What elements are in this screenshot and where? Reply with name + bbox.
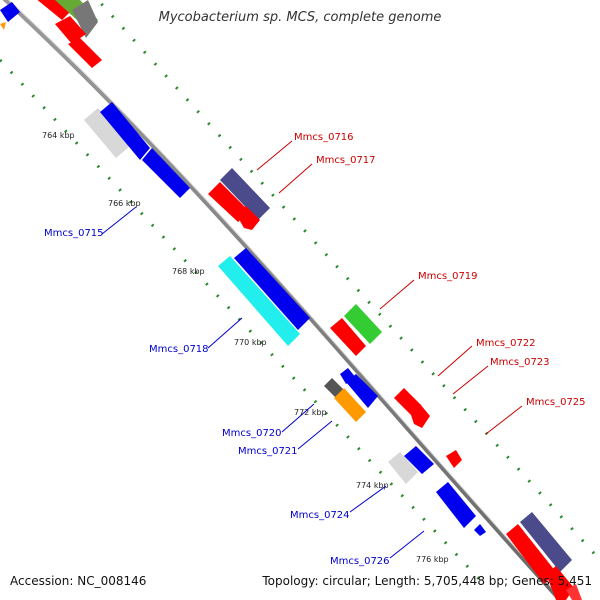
- label-leader: [485, 405, 523, 435]
- gene-feature[interactable]: [330, 318, 366, 356]
- gene-feature[interactable]: [234, 248, 310, 330]
- gene-label-forward[interactable]: Mmcs_0719: [418, 271, 478, 282]
- label-leader: [437, 345, 473, 377]
- tick-label: 772 kbp: [294, 408, 327, 417]
- gene-label-reverse[interactable]: Mmcs_0718: [149, 344, 209, 355]
- tick-label: 764 kbp: [42, 131, 75, 140]
- tick-label: 766 kbp: [108, 199, 141, 208]
- gene-feature[interactable]: [410, 404, 430, 428]
- gene-feature[interactable]: [474, 524, 486, 536]
- gene-feature[interactable]: [84, 108, 130, 158]
- gene-feature[interactable]: [520, 512, 572, 572]
- gene-label-reverse[interactable]: Mmcs_0721: [238, 446, 298, 457]
- gene-feature[interactable]: [404, 446, 434, 474]
- genome-backbone-highlight: [7, 0, 561, 598]
- gene-feature[interactable]: [100, 102, 150, 160]
- genome-summary-label: Topology: circular; Length: 5,705,448 bp…: [262, 574, 592, 588]
- gene-feature[interactable]: [334, 388, 366, 422]
- gene-feature[interactable]: [346, 374, 378, 408]
- gene-label-reverse[interactable]: Mmcs_0720: [222, 428, 282, 439]
- label-leader: [389, 530, 425, 559]
- gene-feature[interactable]: [0, 22, 6, 30]
- label-leader: [379, 279, 415, 310]
- tick-label: 770 kbp: [234, 338, 267, 347]
- gene-feature[interactable]: [55, 16, 86, 44]
- accession-label: Accession: NC_008146: [10, 574, 147, 588]
- label-leader: [349, 485, 387, 513]
- track-guide-outer: [95, 0, 600, 562]
- gene-label-forward[interactable]: Mmcs_0716: [294, 132, 354, 143]
- gene-label-forward[interactable]: Mmcs_0722: [476, 338, 536, 349]
- label-leader: [452, 365, 489, 395]
- label-leader: [297, 420, 333, 450]
- gene-feature[interactable]: [344, 304, 382, 344]
- gene-feature[interactable]: [566, 584, 582, 600]
- gene-feature[interactable]: [388, 452, 418, 484]
- gene-label-reverse[interactable]: Mmcs_0726: [330, 556, 390, 567]
- gene-feature[interactable]: [142, 148, 190, 198]
- gene-label-forward[interactable]: Mmcs_0723: [490, 357, 550, 368]
- tick-label: 768 kbp: [172, 267, 205, 276]
- label-leader: [278, 163, 313, 194]
- gene-feature[interactable]: [218, 256, 300, 346]
- tick-label: 776 kbp: [416, 555, 449, 564]
- label-leader: [101, 206, 137, 235]
- gene-feature[interactable]: [446, 450, 462, 468]
- gene-label-forward[interactable]: Mmcs_0725: [526, 397, 586, 408]
- gene-label-forward[interactable]: Mmcs_0717: [316, 155, 376, 166]
- gene-feature[interactable]: [506, 524, 556, 584]
- gene-feature[interactable]: [236, 206, 260, 230]
- gene-feature[interactable]: [436, 482, 476, 528]
- genome-backbone: [2, 0, 562, 600]
- gene-feature[interactable]: [68, 38, 102, 68]
- label-leader: [207, 317, 243, 349]
- tick-label: 774 kbp: [356, 481, 389, 490]
- label-leader: [281, 403, 315, 433]
- gene-label-reverse[interactable]: Mmcs_0724: [290, 510, 350, 521]
- gene-feature-group-topleft: [0, 0, 102, 68]
- gene-feature[interactable]: [0, 2, 20, 22]
- map-title: Mycobacterium sp. MCS, complete genome: [158, 10, 442, 25]
- gene-feature[interactable]: [72, 0, 98, 38]
- gene-feature[interactable]: [220, 168, 270, 220]
- label-leader: [256, 140, 293, 171]
- gene-label-reverse[interactable]: Mmcs_0715: [44, 228, 104, 239]
